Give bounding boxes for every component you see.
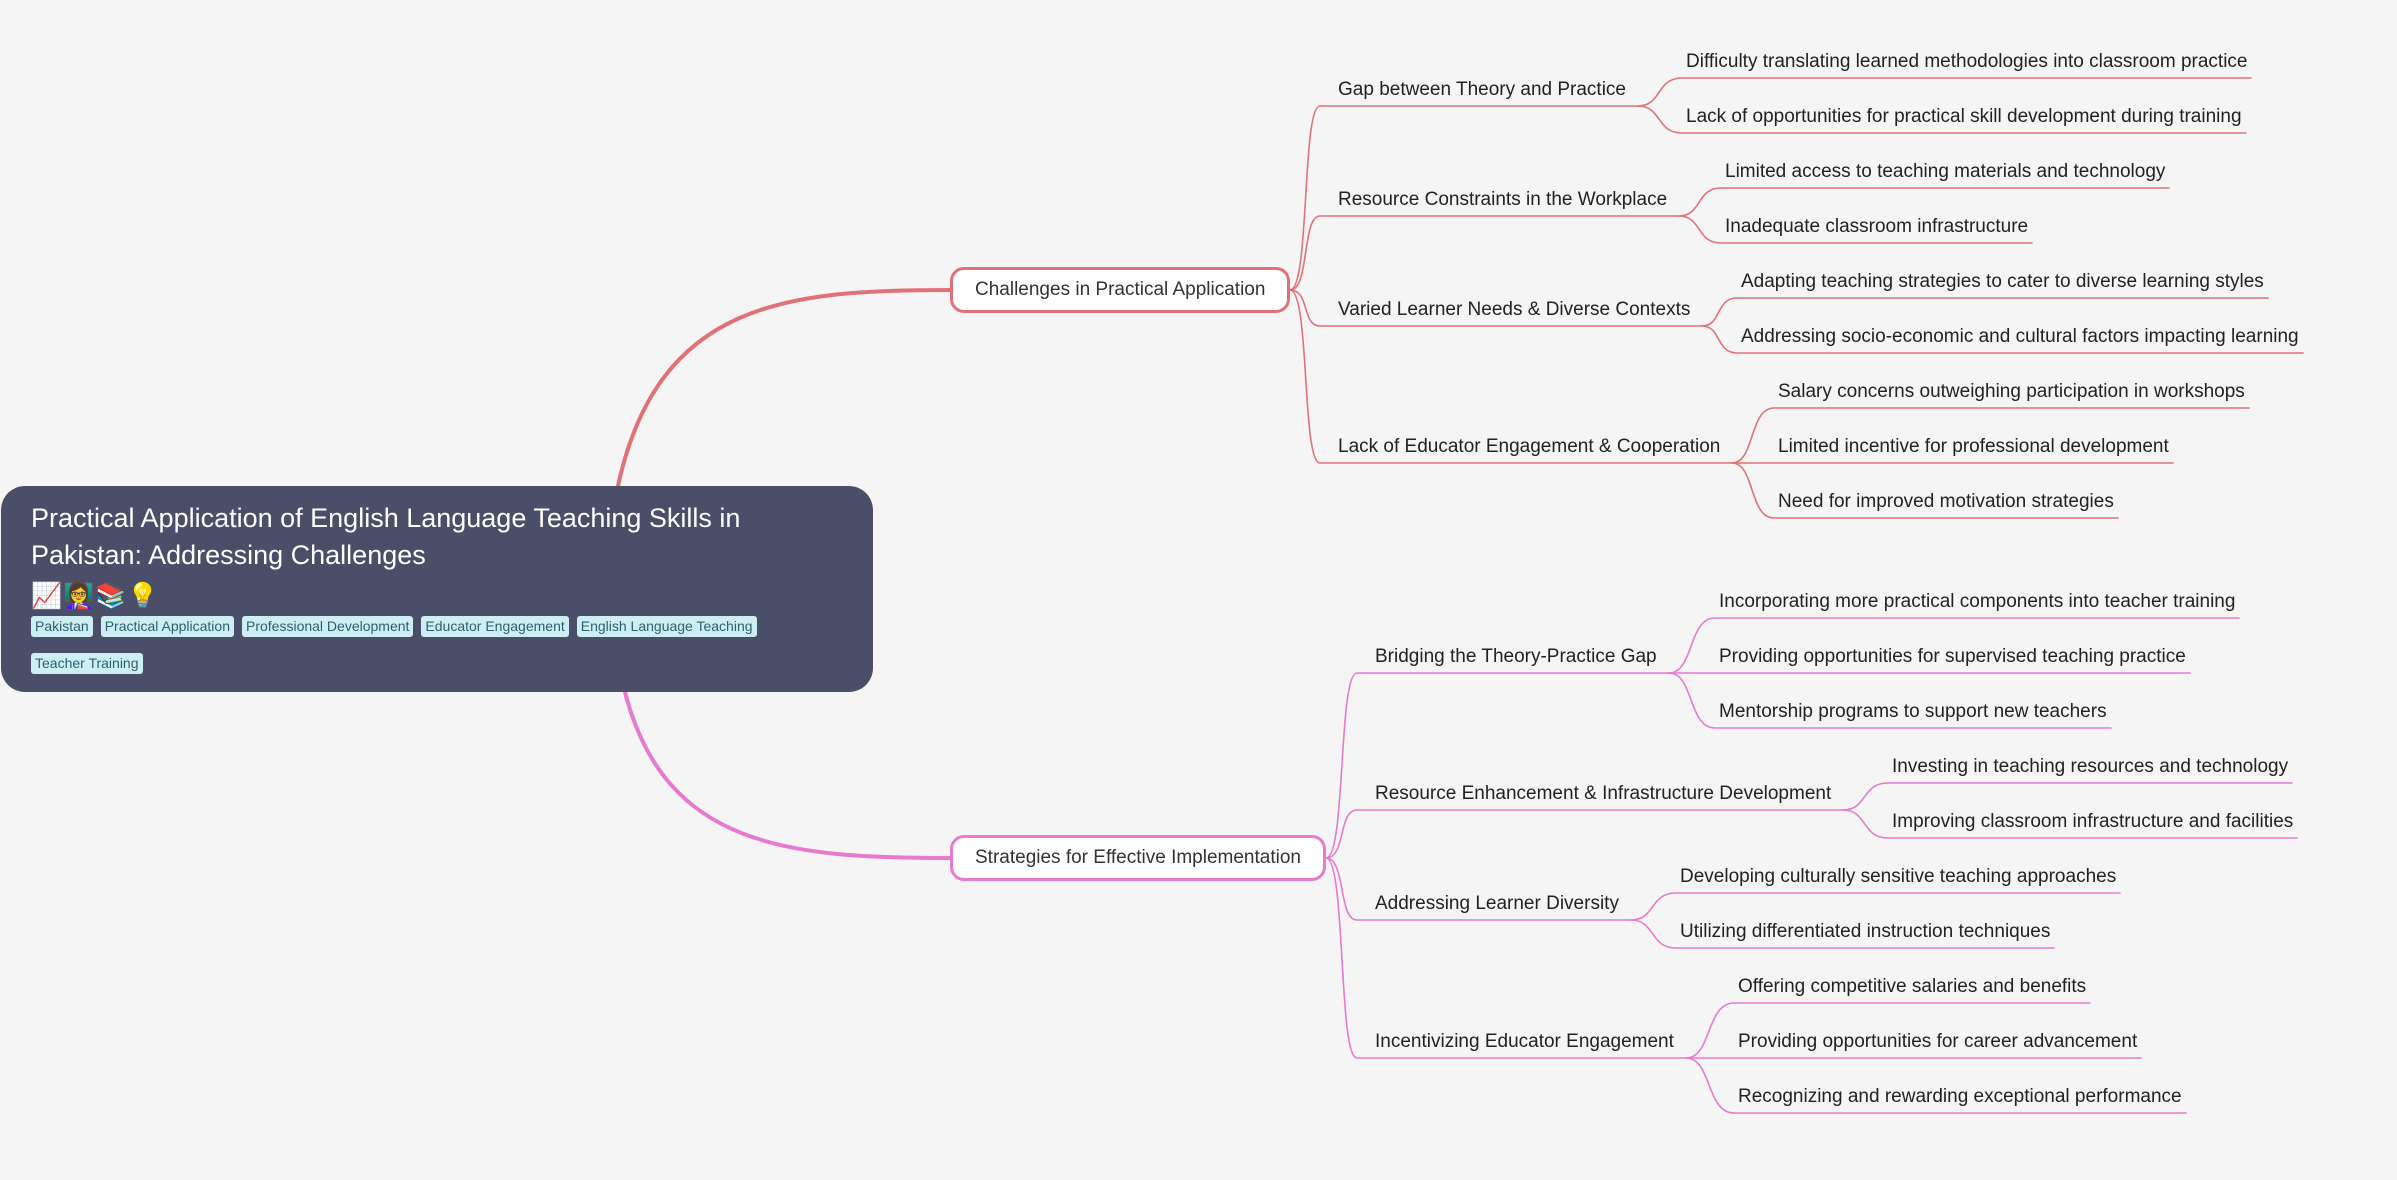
branch-topic-connector: [1325, 672, 1670, 859]
leaf-node[interactable]: Difficulty translating learned methodolo…: [1686, 51, 2248, 72]
topic-node[interactable]: Addressing Learner Diversity: [1375, 893, 1619, 914]
tag[interactable]: Educator Engagement: [421, 616, 569, 637]
topic-node[interactable]: Varied Learner Needs & Diverse Contexts: [1338, 299, 1691, 320]
leaf-node[interactable]: Providing opportunities for career advan…: [1738, 1031, 2138, 1052]
branch-topic-connector: [1289, 215, 1680, 291]
topic-node[interactable]: Lack of Educator Engagement & Cooperatio…: [1338, 436, 1721, 457]
topic-node[interactable]: Bridging the Theory-Practice Gap: [1375, 646, 1657, 667]
topic-node[interactable]: Incentivizing Educator Engagement: [1375, 1031, 1674, 1052]
leaf-node[interactable]: Investing in teaching resources and tech…: [1892, 756, 2289, 777]
tag[interactable]: Pakistan: [31, 616, 93, 637]
leaf-node[interactable]: Providing opportunities for supervised t…: [1719, 646, 2186, 667]
tag[interactable]: Teacher Training: [31, 653, 143, 674]
leaf-node[interactable]: Utilizing differentiated instruction tec…: [1680, 921, 2051, 942]
root-branch-connector: [623, 690, 952, 860]
leaf-node[interactable]: Inadequate classroom infrastructure: [1725, 216, 2029, 237]
topic-leaf-connector: [1701, 325, 2304, 354]
branch-topic-connector: [1289, 289, 1733, 464]
topic-leaf-connector: [1685, 1002, 2091, 1059]
tag[interactable]: Practical Application: [100, 616, 234, 637]
leaf-node[interactable]: Developing culturally sensitive teaching…: [1680, 866, 2117, 887]
leaf-node[interactable]: Incorporating more practical components …: [1719, 591, 2236, 612]
topic-leaf-connector: [1731, 462, 2119, 519]
topic-node[interactable]: Gap between Theory and Practice: [1338, 79, 1626, 100]
branch-topic-connector: [1289, 105, 1639, 291]
topic-leaf-connector: [1678, 187, 2170, 217]
topic-leaf-connector: [1842, 782, 2293, 811]
leaf-node[interactable]: Limited incentive for professional devel…: [1778, 436, 2169, 457]
leaf-node[interactable]: Lack of opportunities for practical skil…: [1686, 106, 2242, 127]
topic-leaf-connector: [1668, 672, 2112, 729]
leaf-node[interactable]: Mentorship programs to support new teach…: [1719, 701, 2107, 722]
leaf-node[interactable]: Need for improved motivation strategies: [1778, 491, 2114, 512]
leaf-node[interactable]: Addressing socio-economic and cultural f…: [1741, 326, 2299, 347]
topic-leaf-connector: [1668, 617, 2240, 674]
topic-leaf-connector: [1630, 919, 2055, 949]
topic-leaf-connector: [1630, 892, 2121, 921]
branch-node[interactable]: Strategies for Effective Implementation: [950, 835, 1326, 881]
branch-topic-connector: [1325, 809, 1844, 859]
root-node[interactable]: Practical Application of English Languag…: [1, 486, 873, 692]
leaf-node[interactable]: Recognizing and rewarding exceptional pe…: [1738, 1086, 2182, 1107]
leaf-node[interactable]: Improving classroom infrastructure and f…: [1892, 811, 2294, 832]
tag[interactable]: English Language Teaching: [576, 616, 757, 637]
root-title: Practical Application of English Languag…: [31, 503, 741, 570]
topic-leaf-connector: [1731, 407, 2250, 464]
branch-topic-connector: [1325, 857, 1632, 921]
tag-list: Pakistan Practical Application Professio…: [31, 616, 843, 690]
root-emoji: 📈👩‍🏫📚💡: [31, 582, 160, 610]
topic-leaf-connector: [1701, 297, 2269, 327]
topic-node[interactable]: Resource Enhancement & Infrastructure De…: [1375, 783, 1832, 804]
topic-leaf-connector: [1842, 809, 2298, 839]
branch-node[interactable]: Challenges in Practical Application: [950, 267, 1291, 313]
leaf-node[interactable]: Adapting teaching strategies to cater to…: [1741, 271, 2264, 292]
leaf-node[interactable]: Salary concerns outweighing participatio…: [1778, 381, 2245, 402]
branch-topic-connector: [1289, 289, 1703, 327]
leaf-node[interactable]: Limited access to teaching materials and…: [1725, 161, 2166, 182]
tag[interactable]: Professional Development: [242, 616, 414, 637]
root-branch-connector: [616, 288, 952, 488]
branch-topic-connector: [1325, 857, 1687, 1059]
topic-leaf-connector: [1678, 215, 2033, 244]
topic-node[interactable]: Resource Constraints in the Workplace: [1338, 189, 1668, 210]
topic-leaf-connector: [1637, 77, 2252, 107]
topic-leaf-connector: [1637, 105, 2247, 134]
topic-leaf-connector: [1685, 1057, 2187, 1114]
leaf-node[interactable]: Offering competitive salaries and benefi…: [1738, 976, 2087, 997]
